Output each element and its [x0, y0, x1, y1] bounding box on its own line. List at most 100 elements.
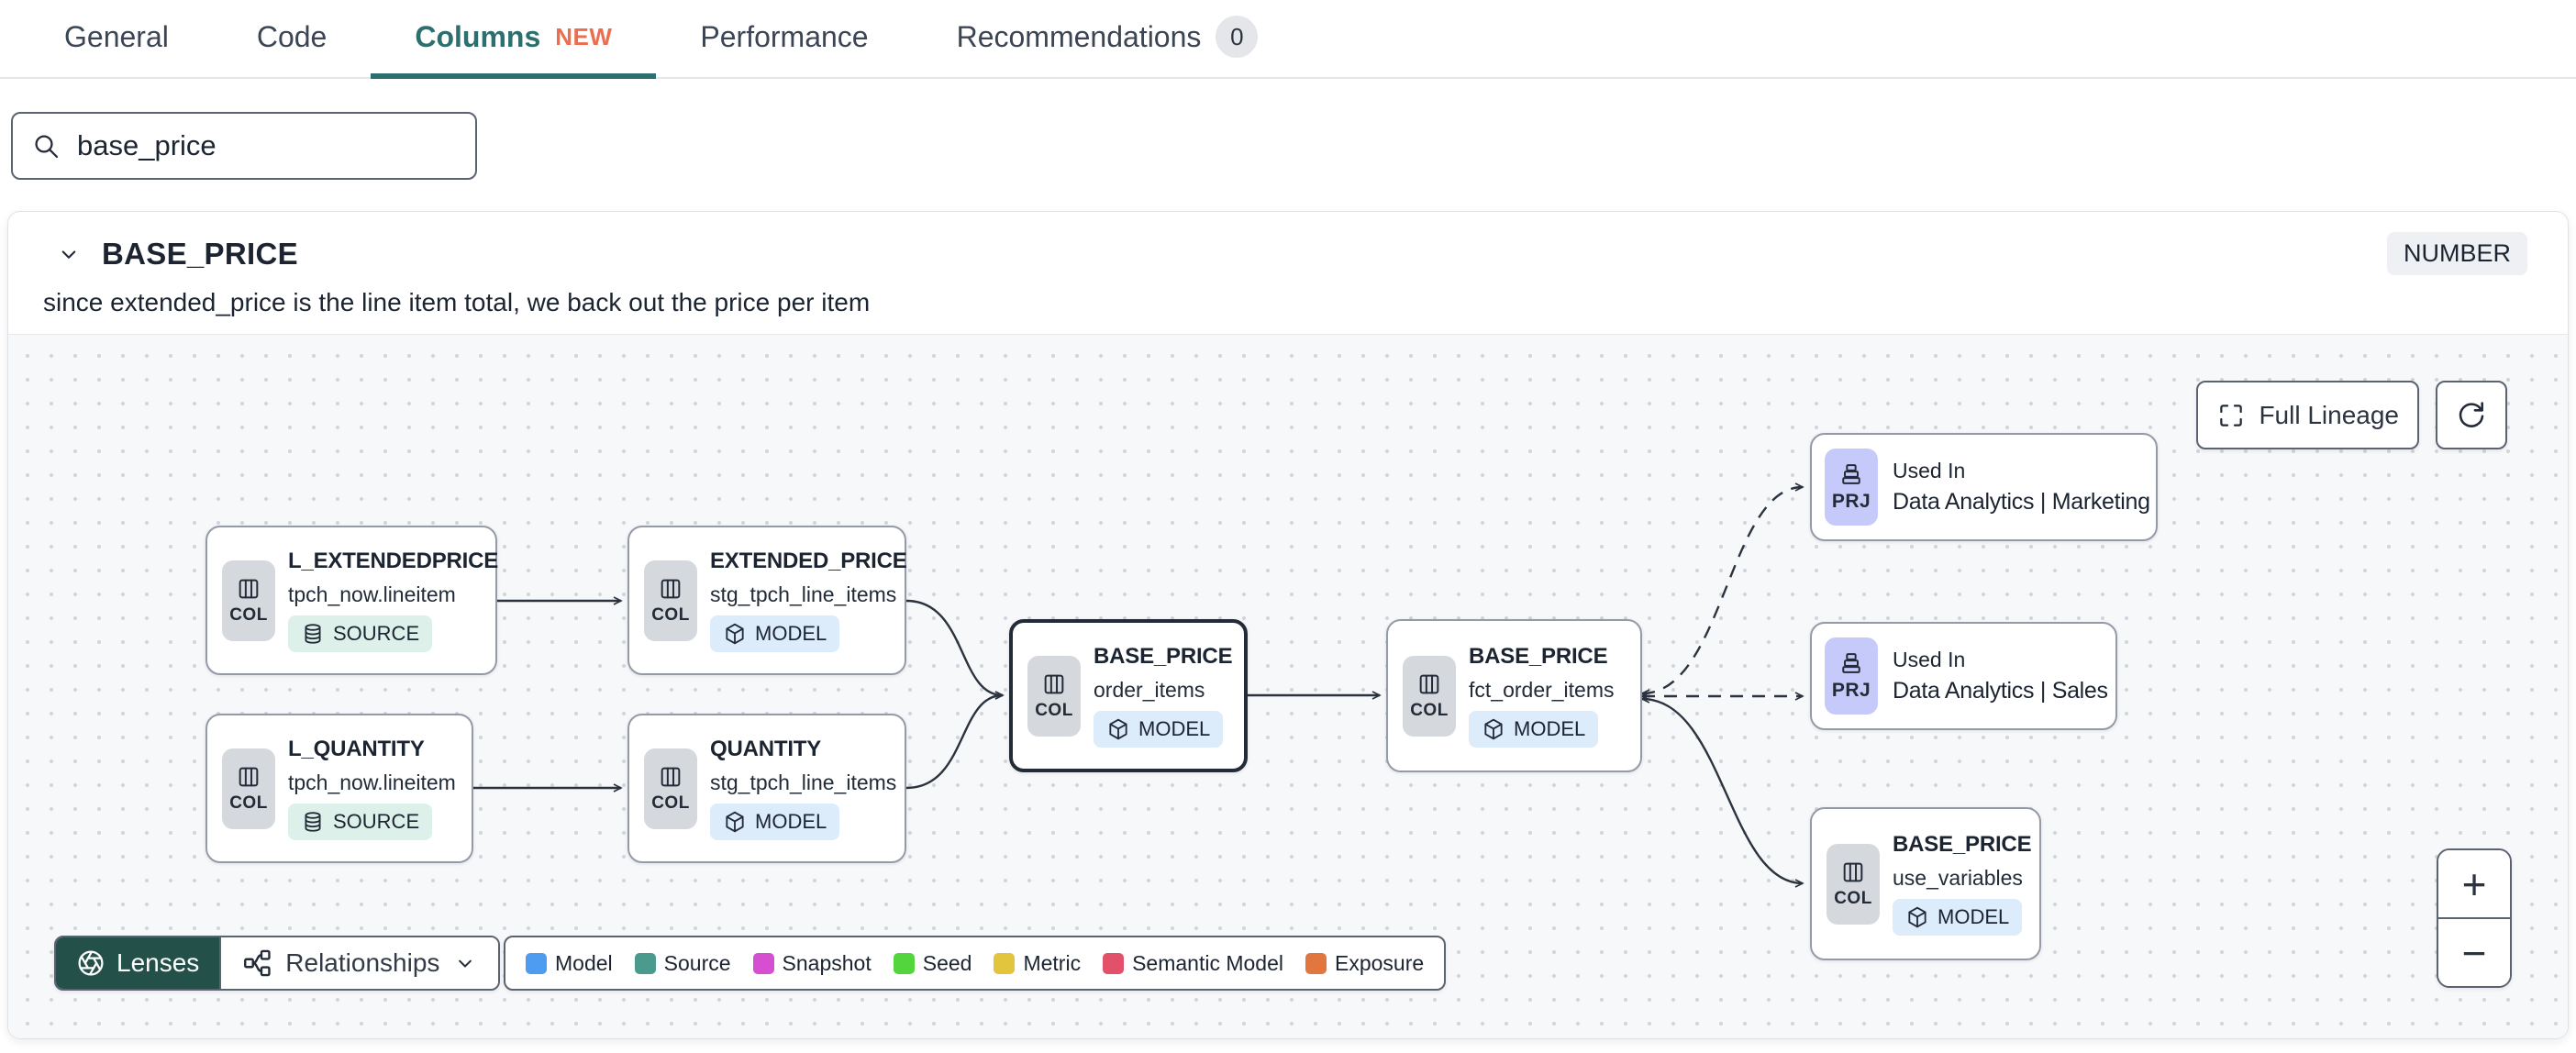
search-input[interactable]: [77, 129, 457, 162]
lineage-node-l-quantity[interactable]: COL L_QUANTITY tpch_now.lineitem SOURCE: [205, 714, 473, 863]
seed-color-chip: [893, 952, 915, 974]
columns-icon: [661, 767, 681, 786]
kind-label: COL: [229, 793, 268, 813]
stack-icon: [1842, 464, 1860, 484]
legend-item-metric: Metric: [994, 951, 1081, 976]
resource-type-label: MODEL: [755, 810, 827, 833]
search-row: [0, 79, 2576, 180]
column-kind-badge: COL: [644, 560, 697, 641]
column-kind-badge: COL: [1027, 655, 1081, 737]
search-box[interactable]: [11, 112, 477, 180]
kind-label: PRJ: [1831, 680, 1871, 701]
node-subtitle: stg_tpch_line_items: [710, 770, 897, 794]
full-lineage-button[interactable]: Full Lineage: [2196, 381, 2419, 449]
chevron-down-icon: [61, 249, 76, 259]
tab-columns[interactable]: Columns NEW: [371, 0, 657, 79]
cube-icon: [726, 623, 744, 645]
zoom-controls: + −: [2437, 848, 2512, 988]
node-subtitle: tpch_now.lineitem: [288, 770, 456, 794]
collapse-chevron-button[interactable]: [49, 234, 89, 274]
tab-code[interactable]: Code: [213, 0, 372, 79]
source-badge: SOURCE: [288, 804, 433, 840]
model-badge: MODEL: [710, 615, 840, 652]
kind-label: COL: [1410, 700, 1449, 720]
used-in-label: Used In: [1893, 648, 1966, 671]
columns-icon: [1044, 674, 1064, 693]
node-title: L_QUANTITY: [288, 737, 425, 761]
kind-label: COL: [651, 604, 690, 625]
resource-type-label: MODEL: [1514, 717, 1586, 740]
column-kind-badge: COL: [222, 748, 275, 829]
snapshot-color-chip: [752, 952, 774, 974]
node-title: BASE_PRICE: [1893, 832, 2032, 857]
columns-icon: [1419, 674, 1439, 693]
lenses-toolbar: Lenses Relationships: [54, 936, 501, 991]
semantic-model-color-chip: [1103, 952, 1125, 974]
database-icon: [305, 624, 321, 644]
metric-color-chip: [994, 952, 1016, 974]
cube-icon: [1484, 718, 1503, 740]
lineage-node-l-extendedprice[interactable]: COL L_EXTENDEDPRICE tpch_now.lineitem SO…: [205, 526, 499, 675]
project-kind-badge: PRJ: [1825, 637, 1878, 715]
source-badge: SOURCE: [288, 615, 433, 652]
node-title: BASE_PRICE: [1469, 644, 1608, 669]
kind-label: COL: [1035, 700, 1073, 720]
resource-type-label: SOURCE: [333, 622, 420, 645]
aperture-icon: [78, 950, 104, 976]
column-description: since extended_price is the line item to…: [43, 288, 871, 316]
legend-item-exposure: Exposure: [1305, 951, 1424, 976]
cube-icon: [726, 811, 744, 833]
resource-legend: Model Source Snapshot Seed Metric Semant…: [504, 936, 1447, 991]
kind-label: PRJ: [1831, 491, 1871, 512]
model-badge: MODEL: [1893, 899, 2023, 936]
search-icon: [35, 135, 59, 159]
model-badge: MODEL: [1094, 711, 1224, 748]
tab-label: Recommendations: [956, 19, 1202, 53]
lineage-node-base-price-order-items[interactable]: COL BASE_PRICE order_items MODEL: [1009, 619, 1248, 772]
node-subtitle: fct_order_items: [1469, 678, 1615, 702]
resource-type-label: MODEL: [1138, 717, 1211, 740]
tab-recommendations[interactable]: Recommendations 0: [913, 0, 1303, 79]
column-panel-header: BASE_PRICE NUMBER since extended_price i…: [8, 212, 2568, 334]
cube-icon: [1109, 718, 1127, 740]
relationships-dropdown[interactable]: Relationships: [219, 937, 499, 989]
expand-icon: [2220, 404, 2243, 427]
tab-general[interactable]: General: [20, 0, 213, 79]
legend-item-model: Model: [526, 951, 613, 976]
lineage-node-base-price-use-variables[interactable]: COL BASE_PRICE use_variables MODEL: [1810, 807, 2041, 960]
legend-item-snapshot: Snapshot: [752, 951, 872, 976]
model-badge: MODEL: [1469, 711, 1599, 748]
kind-label: COL: [651, 793, 690, 813]
lineage-node-extended-price[interactable]: COL EXTENDED_PRICE stg_tpch_line_items M…: [627, 526, 907, 675]
cube-icon: [1908, 906, 1926, 928]
zoom-out-button[interactable]: −: [2438, 919, 2510, 986]
new-badge: NEW: [555, 22, 613, 50]
columns-icon: [239, 579, 259, 598]
lineage-canvas[interactable]: COL L_EXTENDEDPRICE tpch_now.lineitem SO…: [8, 334, 2568, 1038]
kind-label: COL: [229, 604, 268, 625]
zoom-in-button[interactable]: +: [2438, 850, 2510, 919]
kind-label: COL: [1834, 888, 1872, 908]
column-kind-badge: COL: [644, 748, 697, 829]
tab-bar: General Code Columns NEW Performance Rec…: [0, 0, 2576, 79]
legend-item-source: Source: [634, 951, 731, 976]
lineage-node-base-price-fct-order-items[interactable]: COL BASE_PRICE fct_order_items MODEL: [1386, 619, 1642, 772]
column-panel: BASE_PRICE NUMBER since extended_price i…: [7, 211, 2569, 1039]
column-kind-badge: COL: [1403, 655, 1456, 737]
columns-icon: [1843, 862, 1863, 881]
chevron-down-icon: [459, 959, 472, 968]
tab-performance[interactable]: Performance: [656, 0, 912, 79]
node-title: L_EXTENDEDPRICE: [288, 549, 499, 573]
usage-node-marketing[interactable]: PRJ Used In Data Analytics | Marketing: [1810, 433, 2158, 541]
node-title: QUANTITY: [710, 737, 822, 761]
lenses-button[interactable]: Lenses: [56, 937, 220, 989]
legend-item-semantic-model: Semantic Model: [1103, 951, 1283, 976]
node-subtitle: use_variables: [1893, 866, 2023, 890]
lineage-node-quantity[interactable]: COL QUANTITY stg_tpch_line_items MODEL: [627, 714, 906, 863]
node-title: EXTENDED_PRICE: [710, 549, 907, 573]
usage-node-sales[interactable]: PRJ Used In Data Analytics | Sales: [1810, 622, 2117, 730]
project-name: Data Analytics | Sales: [1893, 678, 2108, 704]
tab-label: General: [64, 19, 169, 53]
refresh-button[interactable]: [2436, 381, 2507, 449]
stack-icon: [1842, 653, 1860, 673]
